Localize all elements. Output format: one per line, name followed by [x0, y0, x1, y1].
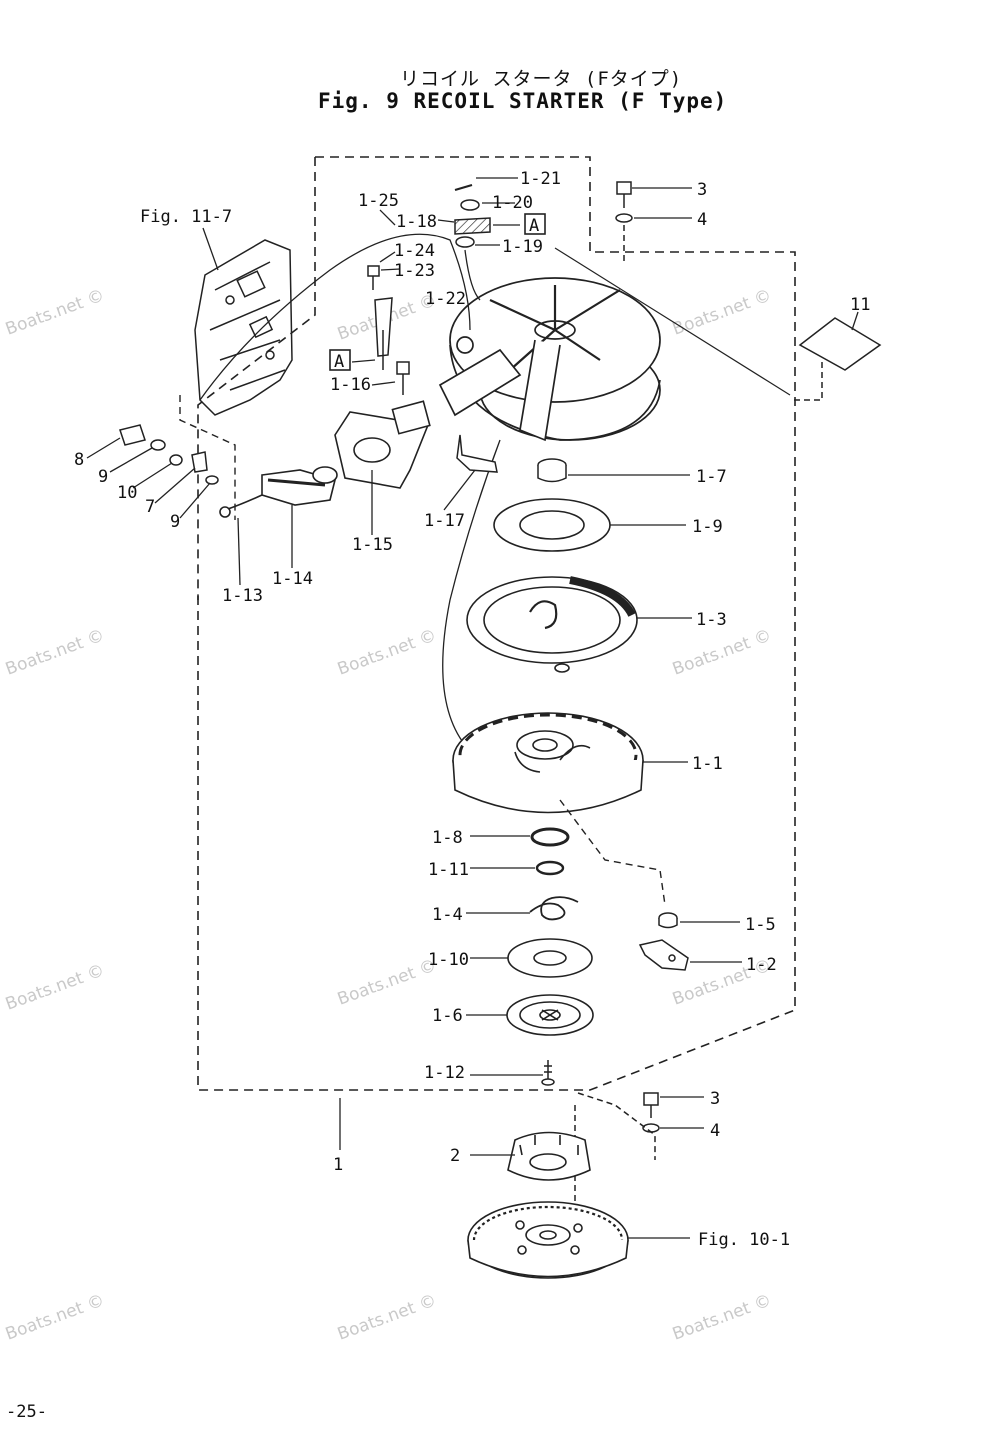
bracket-dashed-link	[179, 395, 236, 520]
title-japanese: リコイル スタータ (Fタイプ)	[400, 68, 683, 90]
watermark: Boats.net ©	[3, 625, 107, 679]
part-label: 1	[333, 1155, 343, 1175]
part-label: 1-21	[520, 169, 561, 189]
part-label: 4	[710, 1121, 720, 1141]
starter-handle	[219, 466, 338, 518]
part-label: 1-3	[696, 610, 727, 630]
watermark: Boats.net ©	[3, 1290, 107, 1344]
control-cable	[199, 233, 471, 401]
figure-title: Fig. 9 RECOIL STARTER (F Type)	[318, 89, 728, 113]
part-label: 1-10	[428, 950, 469, 970]
rings	[530, 827, 570, 876]
part-labels: Fig. 11-7 1-25 1-24 1-23 1-22 1-21 1-20 …	[74, 169, 870, 1250]
starter-housing	[438, 277, 661, 442]
watermark: Boats.net ©	[335, 1290, 439, 1344]
bolts-upper	[367, 265, 410, 395]
part-label: 1-8	[432, 828, 463, 848]
part-label: 1-16	[330, 375, 371, 395]
part-label: Fig. 10-1	[698, 1230, 790, 1250]
pawl-dashed-link	[559, 799, 666, 906]
bracket-fig11-7	[194, 239, 293, 416]
part-label: 1-15	[352, 535, 393, 555]
watermark: Boats.net ©	[670, 285, 774, 339]
bolt-washer-top	[615, 181, 633, 265]
flywheel	[467, 1201, 629, 1279]
watermark: Boats.net ©	[335, 625, 439, 679]
part-label: 1-17	[424, 511, 465, 531]
center-screw	[541, 1060, 555, 1086]
recoil-spring	[466, 576, 638, 673]
ref-marker-a: A	[529, 216, 539, 236]
part-label: 11	[850, 295, 870, 315]
part-label: Fig. 11-7	[140, 207, 232, 227]
part-label: 1-25	[358, 191, 399, 211]
reference-markers: A A	[329, 213, 546, 372]
lock-parts	[454, 183, 491, 248]
friction-plate	[507, 938, 593, 978]
part-label: 7	[145, 497, 155, 517]
part-label: 1-7	[696, 467, 727, 487]
part-label: 3	[710, 1089, 720, 1109]
part-label: 1-18	[396, 212, 437, 232]
part-label: 1-22	[425, 289, 466, 309]
part-label: 1-24	[394, 241, 435, 261]
friction-spring	[529, 896, 579, 921]
ref-marker-a: A	[334, 352, 344, 372]
part-label: 1-4	[432, 905, 463, 925]
part-label: 1-23	[394, 261, 435, 281]
starter-pulley	[507, 1131, 591, 1181]
watermark: Boats.net ©	[670, 1290, 774, 1344]
assembly-boundary	[197, 156, 796, 1091]
part-label: 1-20	[492, 193, 533, 213]
part-label: 9	[170, 512, 180, 532]
drive-plate	[506, 994, 594, 1036]
part-label: 1-11	[428, 860, 469, 880]
part-label: 3	[697, 180, 707, 200]
watermark: Boats.net ©	[3, 960, 107, 1014]
part-label: 1-9	[692, 517, 723, 537]
watermark: Boats.net ©	[3, 285, 107, 339]
part-label: 9	[98, 467, 108, 487]
part-label: 1-1	[692, 754, 723, 774]
part-label: 1-19	[502, 237, 543, 257]
decal-label	[554, 247, 882, 401]
leader-lines	[86, 177, 859, 1239]
part-label: 8	[74, 450, 84, 470]
small-hardware-left	[119, 424, 219, 485]
part-label: 1-5	[745, 915, 776, 935]
page-number: -25-	[6, 1402, 47, 1422]
part-label: 1-2	[746, 955, 777, 975]
part-label: 2	[450, 1146, 460, 1166]
spring-plate	[493, 498, 611, 552]
watermark: Boats.net ©	[670, 625, 774, 679]
watermark: Boats.net ©	[335, 955, 439, 1009]
part-label: 1-13	[222, 586, 263, 606]
part-label: 1-12	[424, 1063, 465, 1083]
bushing	[537, 458, 567, 483]
assembly-boundary-left	[197, 157, 316, 600]
pawl-parts	[638, 912, 689, 971]
part-label: 10	[117, 483, 137, 503]
rope-guide	[334, 400, 431, 489]
part-label: 4	[697, 210, 707, 230]
part-label: 1-14	[272, 569, 313, 589]
stopper-part	[456, 434, 498, 473]
part-label: 1-6	[432, 1006, 463, 1026]
rope-reel	[452, 712, 644, 814]
